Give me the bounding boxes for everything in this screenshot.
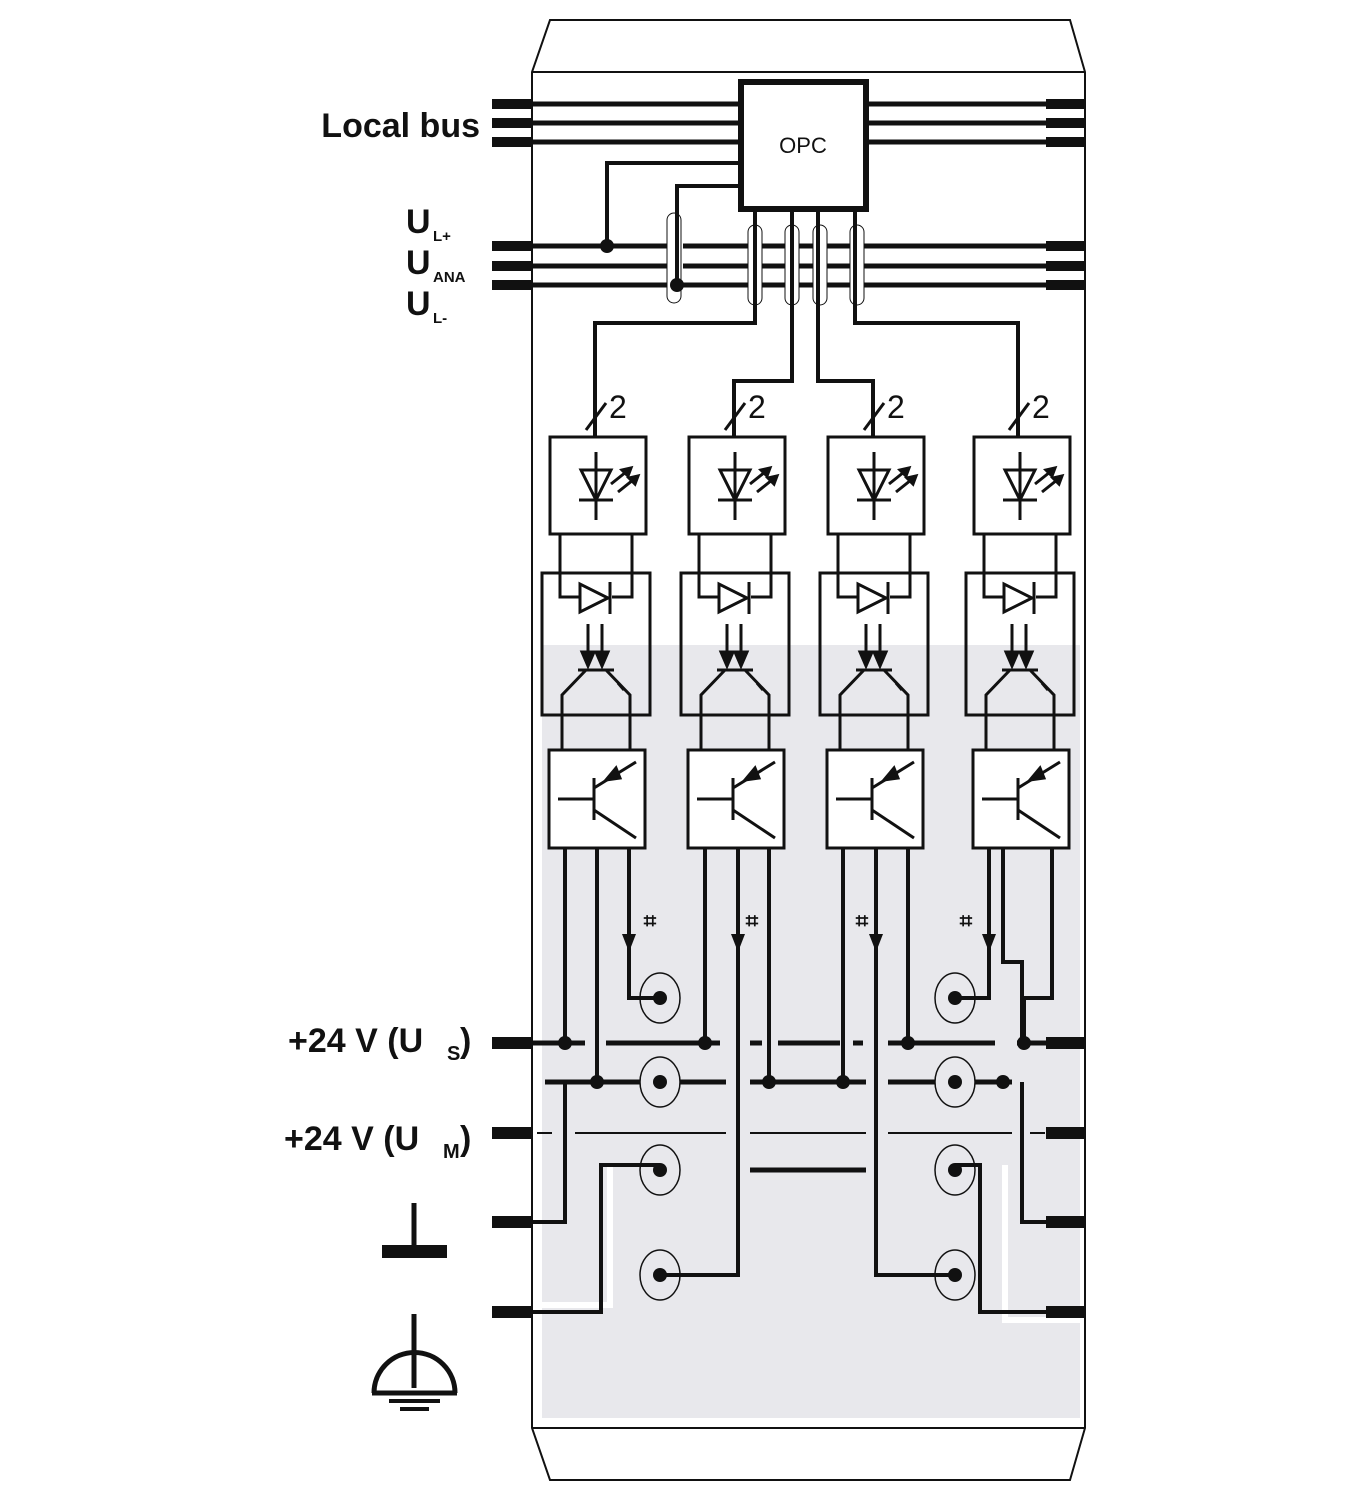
opc-label: OPC [779, 133, 827, 158]
bus-width-slashes [584, 402, 1031, 431]
channels: ⌗ ⌗ ⌗ ⌗ [540, 435, 1076, 1082]
led-opto-wires [558, 534, 634, 599]
supply-rail-terminals [492, 241, 1084, 290]
channel-2: ⌗ [679, 435, 791, 952]
led-icon [1002, 452, 1065, 520]
us-label: +24 V (U S ) [288, 1022, 471, 1065]
bus-width-ch4: 2 [1032, 389, 1050, 425]
optocoupler-icon [699, 581, 771, 750]
local-bus-terminals [492, 99, 1084, 147]
ul-plus-sub: L+ [433, 228, 451, 245]
output-wiring [493, 940, 1083, 1314]
channel-rail-wires [563, 848, 1054, 1082]
led-box [548, 435, 648, 536]
transistor-icon [558, 760, 637, 840]
terminal-icon [934, 972, 976, 1024]
led-opto-wires [836, 534, 912, 599]
terminal-icon [639, 1144, 681, 1196]
ul-minus-main: U [406, 285, 431, 323]
local-bus-label: Local bus [321, 107, 480, 145]
um-prefix: +24 V (U [284, 1120, 419, 1158]
optocoupler-icon [984, 581, 1056, 750]
fuse-icon: ⌗ [855, 908, 869, 933]
output-rail-terminals [492, 1037, 1084, 1318]
transistor-icon [836, 760, 915, 840]
terminal-icon [639, 1249, 681, 1301]
optocoupler-box [540, 571, 652, 717]
optocoupler-box [818, 571, 930, 717]
ul-plus-main: U [406, 203, 431, 241]
optocoupler-box [964, 571, 1076, 717]
optocoupler-box [679, 571, 791, 717]
fuse-icon: ⌗ [959, 908, 973, 933]
bus-width-ch1: 2 [609, 389, 627, 425]
us-suffix: ) [460, 1022, 471, 1060]
terminal-icon [934, 1144, 976, 1196]
fuse-icon: ⌗ [643, 908, 657, 933]
terminal-icon [934, 1056, 976, 1108]
junction-ulplus [600, 239, 614, 253]
led-icon [856, 452, 919, 520]
transistor-icon [982, 760, 1061, 840]
bus-width-ch2: 2 [748, 389, 766, 425]
um-sub: M [443, 1141, 460, 1163]
uana-sub: ANA [433, 269, 466, 286]
uana-main: U [406, 244, 431, 282]
channel-4: ⌗ [959, 435, 1076, 952]
led-icon [717, 452, 780, 520]
um-label: +24 V (U M ) [284, 1120, 471, 1163]
led-icon [578, 452, 641, 520]
terminal-icon [934, 1249, 976, 1301]
ul-minus-sub: L- [433, 310, 447, 327]
uana-label: U ANA [406, 244, 466, 286]
ul-minus-label: U L- [406, 285, 447, 327]
opc-chip [738, 79, 869, 212]
ground-icon [382, 1203, 447, 1258]
us-sub: S [447, 1043, 460, 1065]
led-box [687, 435, 787, 536]
optocoupler-icon [560, 581, 632, 750]
opc-supply-wires [605, 161, 741, 285]
led-box [826, 435, 926, 536]
terminal-points [639, 972, 976, 1301]
terminal-icon [639, 972, 681, 1024]
um-suffix: ) [460, 1120, 471, 1158]
junction-ulminus [670, 278, 684, 292]
shaded-inner-highlight [542, 1165, 1080, 1323]
output-shaded-area [542, 645, 1080, 1418]
channel-3: ⌗ [818, 435, 930, 952]
channel-1: ⌗ [540, 435, 657, 952]
ul-plus-label: U L+ [406, 203, 451, 245]
bus-width-ch3: 2 [887, 389, 905, 425]
optocoupler-icon [838, 581, 910, 750]
led-box [972, 435, 1072, 536]
led-opto-wires [982, 534, 1058, 599]
led-opto-wires [697, 534, 773, 599]
bus-width-labels: 2 2 2 2 [609, 389, 1050, 425]
fuse-icon: ⌗ [745, 908, 759, 933]
terminal-icon [639, 1056, 681, 1108]
protective-earth-icon [371, 1314, 458, 1411]
transistor-icon [697, 760, 776, 840]
us-prefix: +24 V (U [288, 1022, 423, 1060]
junction-dots [558, 1036, 1031, 1089]
opc-channel-wires [593, 209, 1020, 437]
